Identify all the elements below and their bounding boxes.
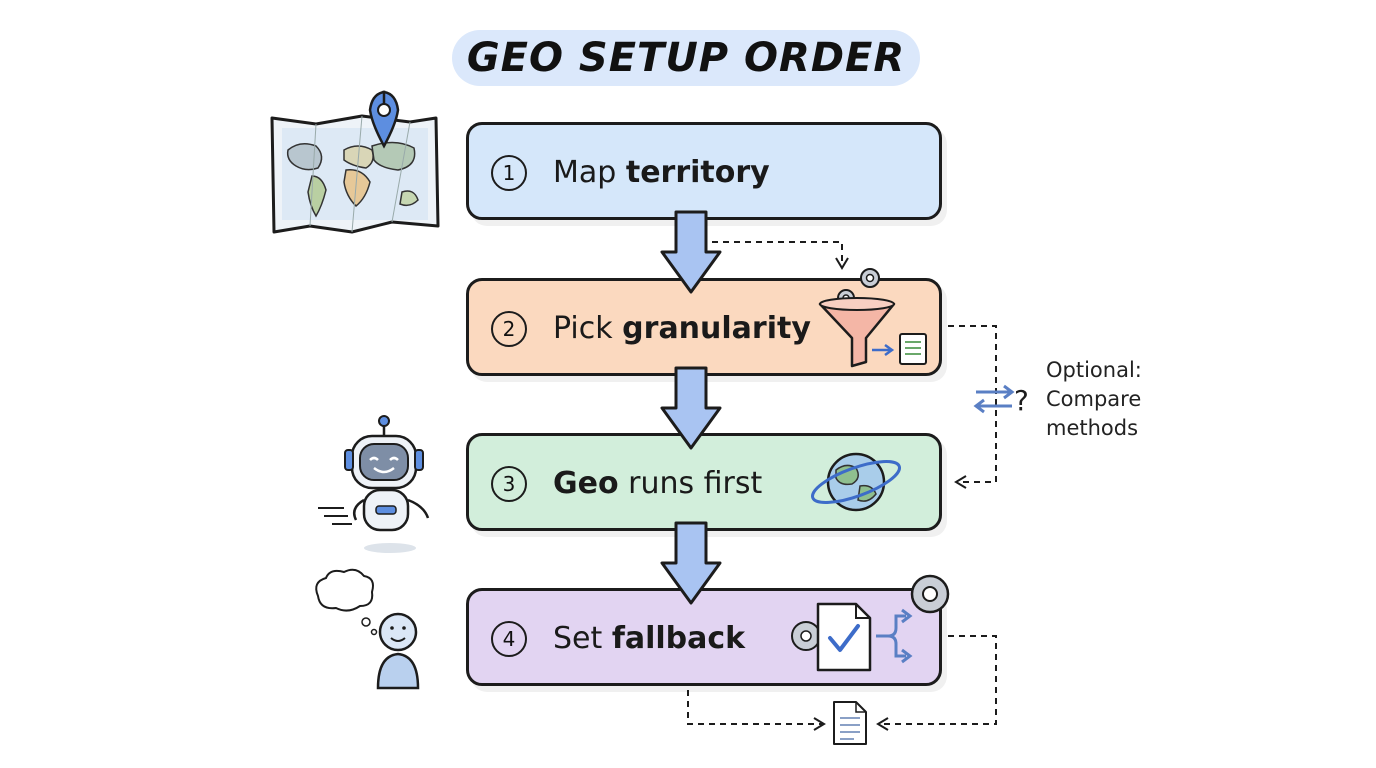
globe-orbit-icon [811, 452, 901, 512]
step-4-label-plain: Set [553, 621, 612, 656]
side-note-line-2: Compare [1046, 387, 1142, 411]
swap-arrows-question-icon: ? [973, 384, 1029, 417]
step-2-number: 2 [491, 311, 527, 347]
side-note-line-3: methods [1046, 416, 1139, 440]
step-1-number: 1 [491, 155, 527, 191]
svg-text:?: ? [1014, 384, 1029, 417]
document-check-branch-icon [791, 574, 950, 672]
robot-icon [318, 415, 430, 553]
title-pill: GEO SETUP ORDER [452, 30, 920, 86]
side-note-line-1: Optional: [1046, 358, 1142, 382]
dashed-connector-compare-loop [948, 325, 997, 489]
step-1-label: Map territory [553, 155, 770, 191]
step-1-label-bold: territory [625, 155, 770, 190]
step-1-label-plain: Map [553, 155, 626, 190]
step-3-label-bold: Geo [553, 466, 619, 501]
document-icon [833, 701, 867, 745]
world-map-icon [270, 90, 440, 234]
funnel-gears-icon [818, 268, 927, 368]
diagram-title: GEO SETUP ORDER [466, 35, 906, 81]
thinking-person-icon [315, 568, 420, 690]
flow-arrow-3-4 [660, 521, 722, 605]
step-2-label: Pick granularity [553, 311, 811, 347]
step-3-number: 3 [491, 466, 527, 502]
step-4-label-bold: fallback [611, 621, 746, 656]
step-2-label-bold: granularity [622, 311, 811, 346]
step-4-label: Set fallback [553, 621, 745, 657]
step-3-label: Geo runs first [553, 466, 762, 502]
step-2-label-plain: Pick [553, 311, 623, 346]
step-4-number: 4 [491, 621, 527, 657]
step-3-label-plain: runs first [618, 466, 763, 501]
flow-arrow-1-2 [660, 210, 722, 294]
side-note: Optional: Compare methods [1046, 356, 1142, 443]
flow-arrow-2-3 [660, 366, 722, 450]
dashed-connector-to-funnel [712, 241, 849, 270]
dashed-connector-to-output [687, 635, 997, 731]
